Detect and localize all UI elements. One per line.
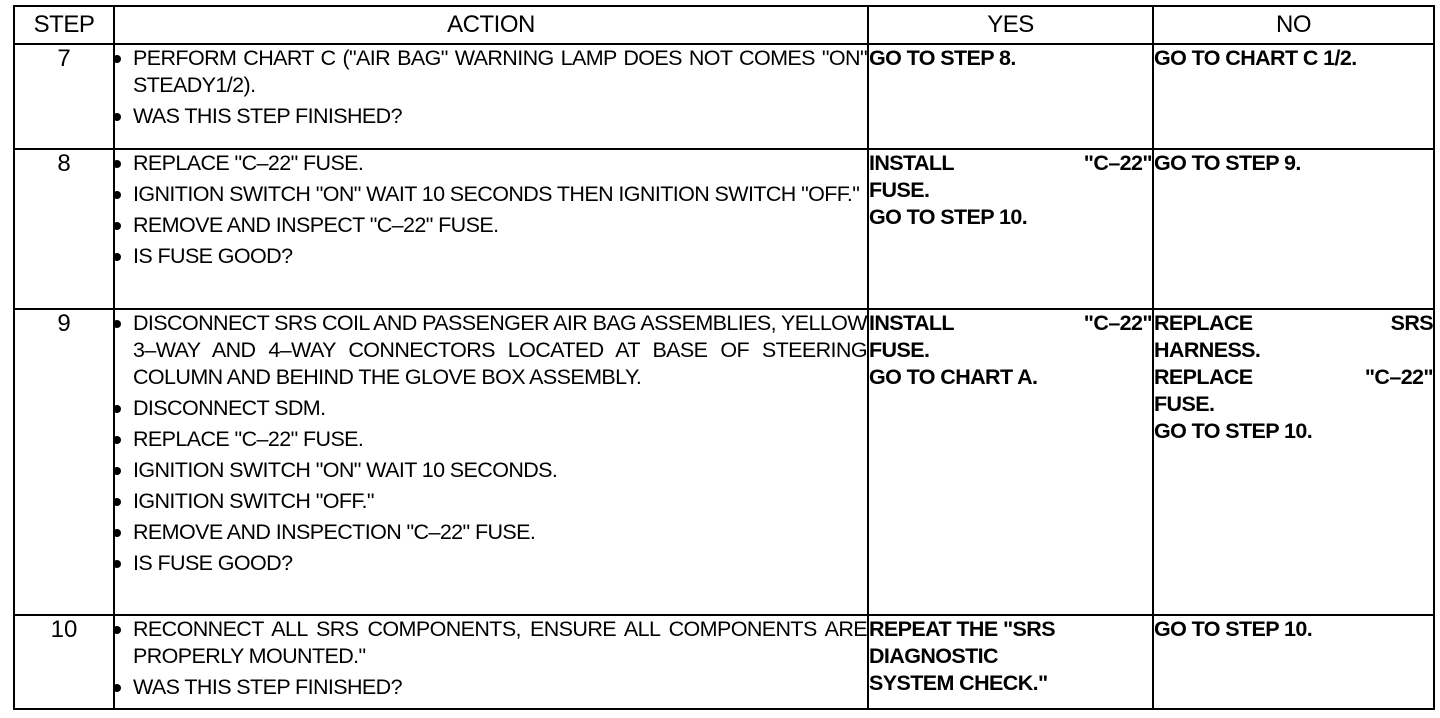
- bullet-icon: [113, 405, 121, 413]
- yes-response-line: GO TO CHART A.: [869, 365, 1038, 389]
- no-response-line: FUSE.: [1154, 392, 1215, 416]
- action-item: IGNITION SWITCH "ON" WAIT 10 SECONDS.: [113, 457, 867, 484]
- yes-response-line: FUSE.: [869, 338, 930, 362]
- header-row: STEP ACTION YES NO: [13, 5, 1435, 45]
- yes-response-line: INSTALL "C–22": [869, 311, 1153, 335]
- action-text: REPLACE "C–22" FUSE.: [133, 151, 364, 175]
- step-number: 9: [13, 308, 115, 616]
- action-item: RECONNECT ALL SRS COMPONENTS, ENSURE ALL…: [113, 616, 868, 670]
- yes-response-line: FUSE.: [869, 178, 930, 202]
- bullet-icon: [113, 626, 121, 634]
- yes-response-line: REPEAT THE "SRS: [869, 617, 1056, 641]
- action-text: DISCONNECT SRS COIL AND PASSENGER AIR BA…: [133, 311, 868, 389]
- no-response-line: GO TO CHART C 1/2.: [1154, 46, 1357, 70]
- header-step: STEP: [13, 5, 115, 45]
- bullet-icon: [113, 222, 121, 230]
- bullet-icon: [113, 320, 121, 328]
- no-response-line: HARNESS.: [1154, 338, 1261, 362]
- action-text: IGNITION SWITCH "ON" WAIT 10 SECONDS THE…: [133, 182, 860, 206]
- action-text: IS FUSE GOOD?: [133, 244, 293, 268]
- bullet-icon: [113, 55, 121, 63]
- bullet-icon: [113, 684, 121, 692]
- no-response-line: REPLACE "C–22": [1154, 365, 1434, 389]
- action-cell: RECONNECT ALL SRS COMPONENTS, ENSURE ALL…: [113, 614, 869, 710]
- bullet-icon: [113, 498, 121, 506]
- table-body: 7 PERFORM CHART C ("AIR BAG" WARNING LAMP…: [13, 43, 1435, 710]
- yes-response-cell: INSTALL "C–22" FUSE. GO TO STEP 10.: [867, 148, 1154, 310]
- action-text: DISCONNECT SDM.: [133, 396, 326, 420]
- step-number: 10: [13, 614, 115, 710]
- step-number: 8: [13, 148, 115, 310]
- action-item: REMOVE AND INSPECT "C–22" FUSE.: [113, 212, 867, 239]
- yes-response-cell: INSTALL "C–22" FUSE. GO TO CHART A.: [867, 308, 1154, 616]
- action-item: REMOVE AND INSPECTION "C–22" FUSE.: [113, 519, 867, 546]
- bullet-icon: [113, 560, 121, 568]
- table-row: 8 REPLACE "C–22" FUSE. IGNITION SWITCH "ON…: [13, 148, 1435, 310]
- action-text: IS FUSE GOOD?: [133, 551, 293, 575]
- no-response: GO TO STEP 10.: [1154, 616, 1433, 643]
- yes-response-line: GO TO STEP 8.: [869, 46, 1016, 70]
- no-response: GO TO STEP 9.: [1154, 150, 1433, 177]
- action-text: REPLACE "C–22" FUSE.: [133, 427, 364, 451]
- yes-response-line: SYSTEM CHECK.": [869, 671, 1048, 695]
- no-response-cell: REPLACE SRS HARNESS. REPLACE "C–22" FUSE. GO…: [1152, 308, 1435, 616]
- action-item: IGNITION SWITCH "OFF.": [113, 488, 867, 515]
- no-response: REPLACE SRS HARNESS. REPLACE "C–22" FUSE. GO…: [1154, 310, 1434, 445]
- action-item: DISCONNECT SRS COIL AND PASSENGER AIR BA…: [113, 310, 868, 391]
- yes-response: REPEAT THE "SRS DIAGNOSTIC SYSTEM CHECK.": [869, 616, 1152, 697]
- yes-response: GO TO STEP 8.: [869, 45, 1152, 72]
- action-text: IGNITION SWITCH "ON" WAIT 10 SECONDS.: [133, 458, 558, 482]
- action-text: WAS THIS STEP FINISHED?: [133, 675, 403, 699]
- yes-response-cell: GO TO STEP 8.: [867, 43, 1154, 150]
- no-response-cell: GO TO STEP 9.: [1152, 148, 1435, 310]
- action-text: RECONNECT ALL SRS COMPONENTS, ENSURE ALL…: [133, 617, 868, 668]
- bullet-icon: [113, 529, 121, 537]
- action-text: REMOVE AND INSPECT "C–22" FUSE.: [133, 213, 499, 237]
- no-response-line: GO TO STEP 10.: [1154, 617, 1313, 641]
- no-response: GO TO CHART C 1/2.: [1154, 45, 1433, 72]
- action-item: WAS THIS STEP FINISHED?: [113, 674, 867, 701]
- action-item: IS FUSE GOOD?: [113, 550, 867, 577]
- yes-response: INSTALL "C–22" FUSE. GO TO STEP 10.: [869, 150, 1153, 231]
- action-cell: DISCONNECT SRS COIL AND PASSENGER AIR BA…: [113, 308, 869, 616]
- bullet-icon: [113, 436, 121, 444]
- action-text: REMOVE AND INSPECTION "C–22" FUSE.: [133, 520, 536, 544]
- header-no: NO: [1152, 5, 1435, 45]
- bullet-icon: [113, 113, 121, 121]
- header-yes: YES: [867, 5, 1154, 45]
- action-item: PERFORM CHART C ("AIR BAG" WARNING LAMP …: [113, 45, 868, 99]
- action-item: IGNITION SWITCH "ON" WAIT 10 SECONDS THE…: [113, 181, 867, 208]
- no-response-cell: GO TO STEP 10.: [1152, 614, 1435, 710]
- action-text: IGNITION SWITCH "OFF.": [133, 489, 375, 513]
- no-response-line: GO TO STEP 9.: [1154, 151, 1301, 175]
- no-response-cell: GO TO CHART C 1/2.: [1152, 43, 1435, 150]
- action-item: REPLACE "C–22" FUSE.: [113, 426, 867, 453]
- yes-response-line: INSTALL "C–22": [869, 151, 1153, 175]
- yes-response-line: DIAGNOSTIC: [869, 644, 999, 668]
- no-response-line: GO TO STEP 10.: [1154, 419, 1313, 443]
- action-item: REPLACE "C–22" FUSE.: [113, 150, 867, 177]
- bullet-icon: [113, 467, 121, 475]
- yes-response: INSTALL "C–22" FUSE. GO TO CHART A.: [869, 310, 1153, 391]
- yes-response-cell: REPEAT THE "SRS DIAGNOSTIC SYSTEM CHECK.": [867, 614, 1154, 710]
- bullet-icon: [113, 160, 121, 168]
- table-row: 7 PERFORM CHART C ("AIR BAG" WARNING LAMP…: [13, 43, 1435, 150]
- no-response-line: REPLACE SRS: [1154, 311, 1434, 335]
- action-item: DISCONNECT SDM.: [113, 395, 867, 422]
- action-item: WAS THIS STEP FINISHED?: [113, 103, 867, 130]
- action-text: WAS THIS STEP FINISHED?: [133, 104, 403, 128]
- yes-response-line: GO TO STEP 10.: [869, 205, 1028, 229]
- action-text: PERFORM CHART C ("AIR BAG" WARNING LAMP …: [133, 46, 868, 97]
- action-item: IS FUSE GOOD?: [113, 243, 867, 270]
- bullet-icon: [113, 191, 121, 199]
- bullet-icon: [113, 253, 121, 261]
- action-cell: REPLACE "C–22" FUSE. IGNITION SWITCH "ON"…: [113, 148, 869, 310]
- step-number: 7: [13, 43, 115, 150]
- header-action: ACTION: [113, 5, 869, 45]
- action-cell: PERFORM CHART C ("AIR BAG" WARNING LAMP …: [113, 43, 869, 150]
- table-row: 10 RECONNECT ALL SRS COMPONENTS, ENSURE A…: [13, 614, 1435, 710]
- diagnostic-table: STEP ACTION YES NO 7 PERFORM CHART C ("AI…: [13, 5, 1435, 710]
